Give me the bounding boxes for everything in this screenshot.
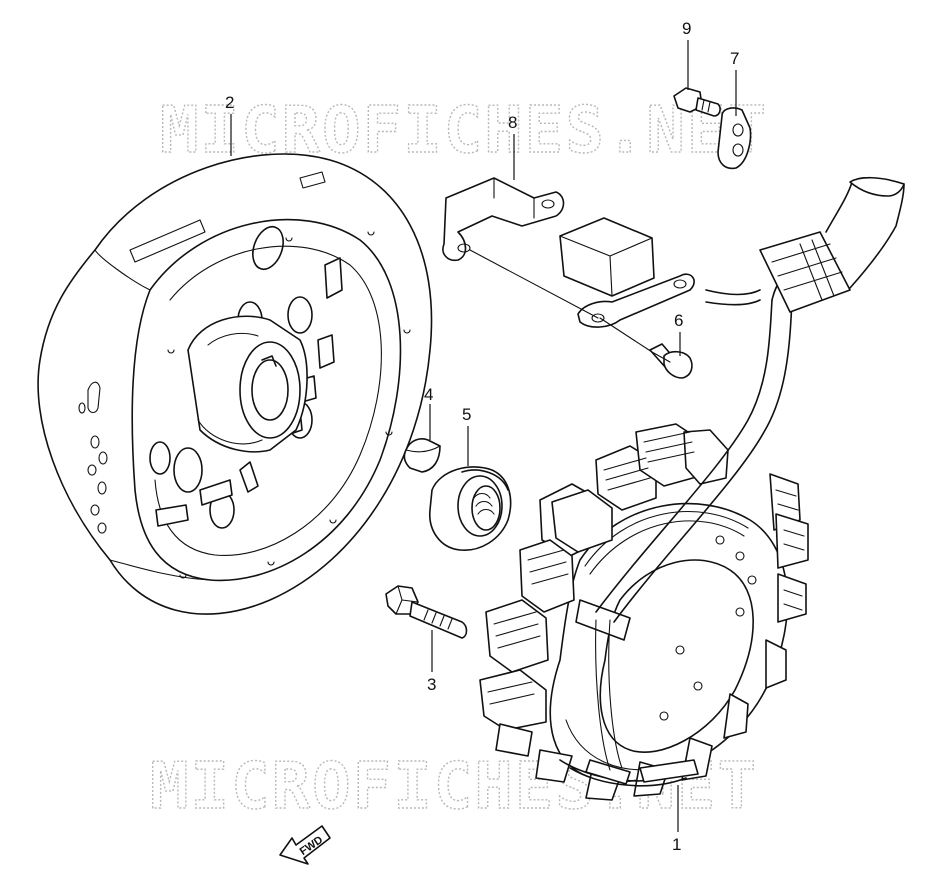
- callout-9-label: 9: [682, 19, 691, 38]
- callout-1-label: 1: [672, 835, 681, 854]
- bracket: [442, 177, 565, 262]
- callout-5-label: 5: [462, 405, 471, 424]
- callout-6-label: 6: [674, 311, 683, 330]
- callout-3-label: 3: [427, 675, 436, 694]
- rotor-bolt: [385, 585, 468, 639]
- callout-6: 6: [674, 311, 683, 356]
- callout-2-label: 2: [225, 93, 234, 112]
- clamp-bolt: [673, 87, 721, 117]
- callout-1: 1: [672, 785, 681, 854]
- woodruff-key: [403, 438, 441, 473]
- flywheel-rotor: [37, 153, 433, 615]
- wire-clamp: [717, 107, 752, 170]
- pickup-screw: [649, 343, 693, 379]
- callout-8: 8: [508, 113, 517, 180]
- callout-9: 9: [682, 19, 691, 90]
- callout-4-label: 4: [424, 385, 433, 404]
- callout-7-label: 7: [730, 49, 739, 68]
- pickup-unit: [559, 217, 695, 328]
- collar: [429, 466, 512, 551]
- callout-3: 3: [427, 630, 436, 694]
- stator-assembly: [479, 423, 809, 801]
- callout-8-label: 8: [508, 113, 517, 132]
- callout-5: 5: [462, 405, 471, 466]
- callout-2: 2: [225, 93, 234, 156]
- callout-7: 7: [730, 49, 739, 116]
- fwd-arrow-icon: FWD: [279, 825, 331, 865]
- wire-harness: [595, 176, 905, 623]
- callout-4: 4: [424, 385, 433, 440]
